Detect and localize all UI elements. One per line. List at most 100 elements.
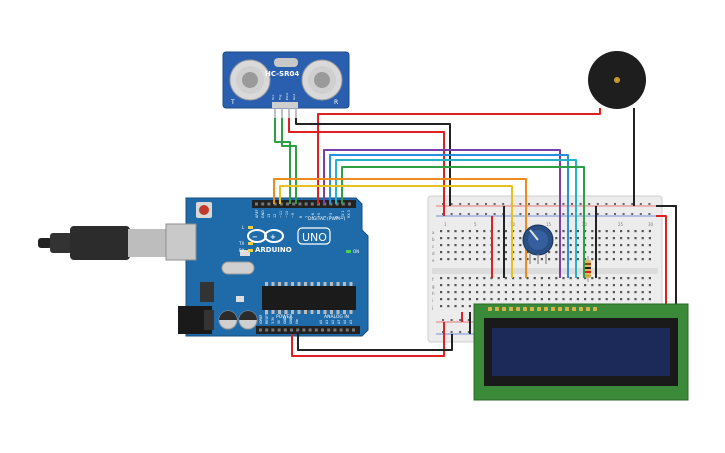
breadboard-hole bbox=[504, 284, 507, 287]
breadboard-row-letter: j bbox=[431, 305, 433, 310]
breadboard-hole bbox=[447, 284, 450, 287]
potentiometer bbox=[522, 224, 554, 264]
breadboard-hole bbox=[584, 277, 587, 280]
breadboard-hole bbox=[620, 230, 623, 233]
breadboard-hole bbox=[468, 258, 471, 261]
breadboard-hole bbox=[634, 291, 637, 294]
sensor-pin-label: Gnd bbox=[292, 94, 296, 100]
breadboard-rail-hole bbox=[459, 203, 462, 205]
breadboard-rail-hole bbox=[631, 203, 634, 205]
header-hole bbox=[265, 328, 269, 332]
breadboard-hole bbox=[555, 284, 558, 287]
breadboard-hole bbox=[476, 230, 479, 233]
lcd-pin bbox=[565, 307, 569, 311]
chip-pin bbox=[317, 282, 320, 286]
breadboard-hole bbox=[562, 230, 565, 233]
pin-label: TX 1 bbox=[341, 210, 345, 219]
breadboard-hole bbox=[519, 284, 522, 287]
chip-pin bbox=[284, 282, 288, 286]
breadboard-hole bbox=[440, 291, 443, 294]
breadboard-hole bbox=[497, 277, 500, 280]
header-hole bbox=[345, 328, 349, 332]
breadboard-hole bbox=[440, 244, 443, 247]
breadboard-hole bbox=[447, 244, 450, 247]
chip-pin bbox=[271, 282, 275, 286]
breadboard-hole bbox=[598, 237, 601, 240]
breadboard-rail-hole bbox=[502, 203, 505, 205]
breadboard-hole bbox=[533, 277, 536, 280]
header-hole bbox=[292, 202, 296, 206]
resistor bbox=[585, 256, 591, 282]
lcd-pin bbox=[516, 307, 520, 311]
breadboard-hole bbox=[569, 237, 572, 240]
breadboard-hole bbox=[562, 277, 565, 280]
pin-label: AREF bbox=[255, 209, 259, 218]
breadboard-hole bbox=[490, 298, 493, 301]
breadboard-rail-hole bbox=[553, 213, 556, 215]
breadboard-hole bbox=[576, 244, 579, 247]
lcd-pin bbox=[579, 307, 583, 311]
breadboard-hole bbox=[497, 298, 500, 301]
header-hole bbox=[341, 202, 345, 206]
breadboard-hole bbox=[548, 251, 551, 254]
breadboard-rail-hole bbox=[528, 203, 530, 205]
pin-label: 12 bbox=[273, 214, 277, 218]
breadboard-hole bbox=[569, 277, 572, 280]
wire-sensor-gnd bbox=[295, 118, 451, 206]
breadboard-hole bbox=[612, 230, 615, 233]
breadboard-hole bbox=[584, 258, 587, 261]
breadboard-hole bbox=[591, 291, 594, 294]
breadboard-hole bbox=[476, 284, 479, 287]
breadboard-hole bbox=[468, 251, 471, 254]
header-hole bbox=[261, 202, 265, 206]
breadboard-row-letter: h bbox=[432, 291, 435, 296]
breadboard-hole bbox=[497, 284, 500, 287]
breadboard-hole bbox=[512, 291, 515, 294]
breadboard-hole bbox=[648, 244, 651, 247]
lcd-pin bbox=[544, 307, 548, 311]
breadboard-rail-hole bbox=[596, 203, 599, 205]
breadboard-rail-hole bbox=[467, 203, 470, 205]
breadboard-row-letter: d bbox=[432, 251, 435, 256]
header-hole bbox=[304, 202, 308, 206]
breadboard-hole bbox=[576, 284, 579, 287]
breadboard-rail-hole bbox=[614, 203, 616, 205]
breadboard-hole bbox=[533, 298, 536, 301]
lcd-pin bbox=[502, 307, 506, 311]
breadboard-rail-hole bbox=[450, 213, 453, 215]
breadboard-rail-hole bbox=[596, 213, 599, 215]
breadboard-hole bbox=[555, 251, 558, 254]
breadboard-hole bbox=[519, 298, 522, 301]
header-hole bbox=[279, 202, 283, 206]
breadboard-rail-hole bbox=[579, 203, 582, 205]
pin-label: ~11 bbox=[279, 211, 283, 218]
lcd-pin bbox=[551, 307, 555, 311]
header-hole bbox=[290, 328, 293, 332]
breadboard-rail-hole bbox=[562, 203, 565, 205]
breadboard-hole bbox=[504, 244, 507, 247]
led-rx-label: RX bbox=[239, 248, 245, 253]
breadboard-hole bbox=[519, 244, 522, 247]
breadboard-hole bbox=[634, 244, 637, 247]
sensor-pin-label: Trig bbox=[278, 95, 282, 101]
breadboard-hole bbox=[555, 298, 558, 301]
breadboard-hole bbox=[620, 291, 623, 294]
breadboard-hole bbox=[490, 277, 493, 280]
wire-gnd-black bbox=[297, 334, 453, 351]
breadboard-hole bbox=[468, 244, 471, 247]
breadboard-hole bbox=[627, 230, 630, 233]
svg-text:+: + bbox=[270, 233, 276, 241]
breadboard-column-number: 15 bbox=[546, 222, 552, 227]
breadboard-hole bbox=[504, 277, 507, 280]
lcd-pin bbox=[530, 307, 534, 311]
header-hole bbox=[352, 328, 355, 332]
pin-label: A3 bbox=[337, 320, 341, 324]
chip-pin bbox=[278, 282, 281, 286]
breadboard-hole bbox=[483, 298, 486, 301]
breadboard-hole bbox=[598, 230, 601, 233]
breadboard-hole bbox=[641, 244, 644, 247]
breadboard-column-number: 25 bbox=[618, 222, 624, 227]
breadboard-hole bbox=[454, 258, 457, 261]
breadboard-hole bbox=[461, 258, 464, 261]
lcd-pin bbox=[572, 307, 576, 311]
